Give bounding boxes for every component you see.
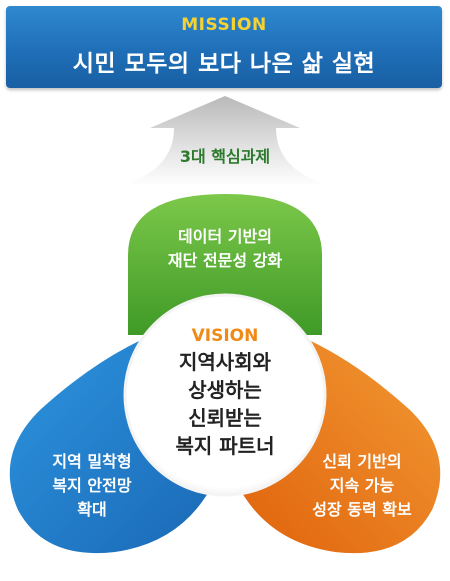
petal-green-line-1: 데이터 기반의 [178,227,272,246]
petal-blue-line-2: 복지 안전망 [52,476,132,495]
core-tasks-label: 3대 핵심과제 [179,147,271,166]
vision-line-3: 신뢰받는 [188,406,262,430]
vision-line-4: 복지 파트너 [175,434,275,458]
mission-label: MISSION [181,15,267,35]
petal-green-line-2: 재단 전문성 강화 [167,251,283,270]
petal-green-text: 데이터 기반의 재단 전문성 강화 [140,225,310,273]
petal-blue-text: 지역 밀착형 복지 안전망 확대 [12,450,172,522]
vision-line-2: 상생하는 [188,378,262,402]
upward-arrow [120,96,330,186]
petal-orange-line-2: 지속 가능 [329,476,395,495]
petal-orange-line-1: 신뢰 기반의 [322,452,402,471]
mission-statement: 시민 모두의 보다 나은 삶 실현 [72,51,376,77]
petal-orange-text: 신뢰 기반의 지속 가능 성장 동력 확보 [282,450,442,522]
vision-label: VISION [191,326,259,346]
petal-blue-line-3: 확대 [77,500,107,519]
petal-green [128,194,322,335]
mission-banner: MISSION 시민 모두의 보다 나은 삶 실현 [6,6,442,88]
vision-statement: 지역사회와 상생하는 신뢰받는 복지 파트너 [125,348,325,460]
vision-circle [123,293,327,497]
petal-blue-line-1: 지역 밀착형 [52,452,132,471]
vision-line-1: 지역사회와 [179,350,271,374]
petal-orange-line-3: 성장 동력 확보 [312,500,412,519]
